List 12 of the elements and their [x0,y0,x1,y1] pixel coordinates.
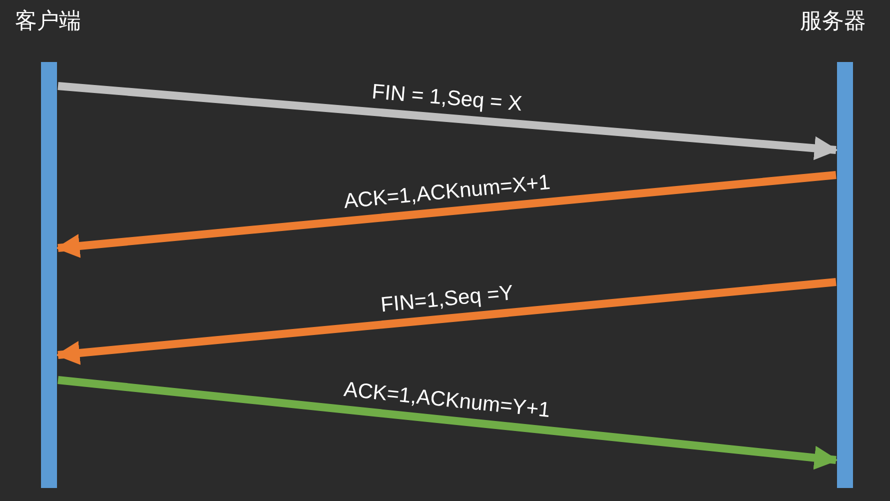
participant-label: 服务器 [800,10,866,32]
participant-label: 客户端 [15,10,81,32]
arrow [58,82,838,160]
edge-label: FIN=1,Seq =Y [380,282,514,316]
lifeline-bar [837,62,853,488]
arrow [56,278,836,365]
edge-label: ACK=1,ACKnum=Y+1 [342,378,552,422]
arrow [56,171,836,258]
arrow [58,376,838,470]
lifeline-bar [41,62,57,488]
edge-label: FIN = 1,Seq = X [371,81,523,115]
edge-label: ACK=1,ACKnum=X+1 [342,171,552,212]
